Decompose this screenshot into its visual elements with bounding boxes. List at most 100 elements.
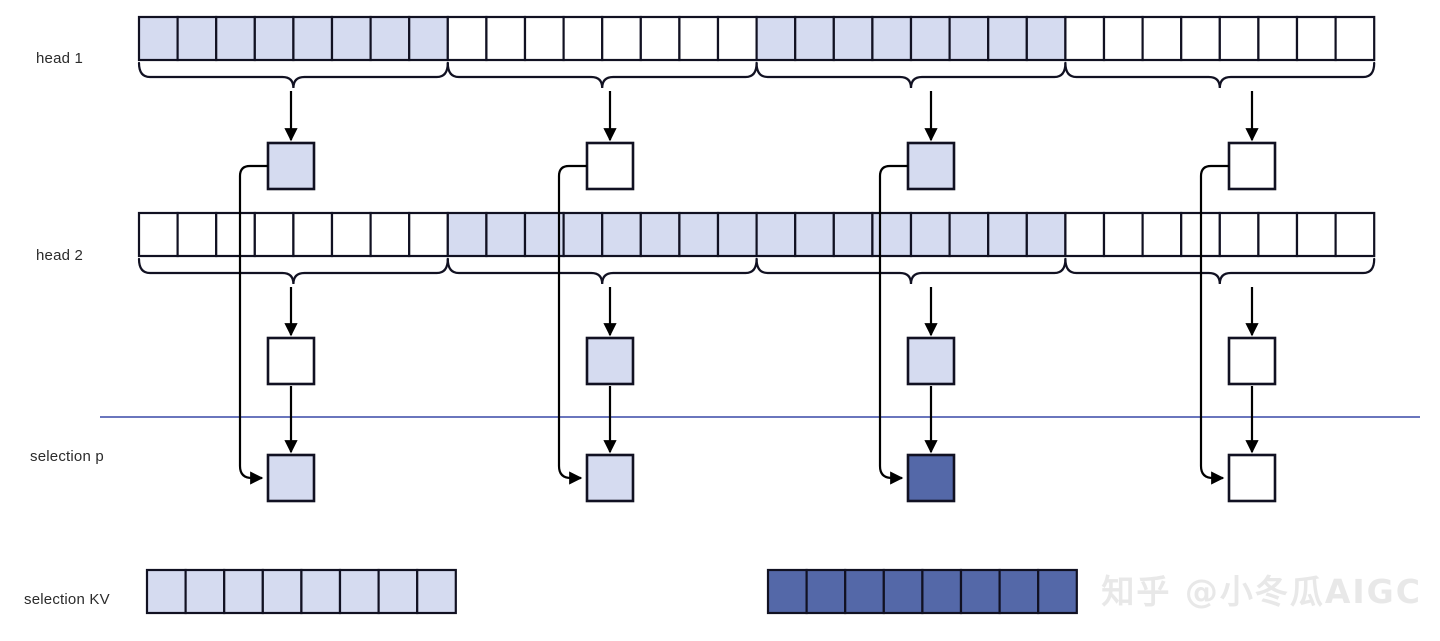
cell-head-1-9[interactable] [446,15,488,62]
cell-head-1-24[interactable] [1025,15,1067,62]
selection-kv-cell-b2-4[interactable] [882,568,924,615]
cell-head-1-1[interactable] [137,15,179,62]
cell-head-1-28[interactable] [1180,15,1221,62]
selection-p-box-3[interactable] [906,453,956,503]
cell-head-2-22[interactable] [948,211,990,258]
cell-head-2-17[interactable] [755,211,797,258]
cell-head-2-24[interactable] [1025,211,1067,258]
row-label-head-1: head 1 [36,50,84,67]
cell-head-2-18[interactable] [794,211,835,258]
cell-head-1-16[interactable] [716,15,758,62]
row-label-selection-kv: selection KV [24,591,110,608]
cell-head-2-8[interactable] [408,211,449,258]
cell-head-2-2[interactable] [176,211,218,258]
score-box-head2-2[interactable] [585,336,635,386]
cell-head-1-22[interactable] [948,15,990,62]
cell-head-1-17[interactable] [755,15,797,62]
cell-head-1-25[interactable] [1064,15,1106,62]
cell-head-2-30[interactable] [1257,211,1299,258]
selection-p-box-4[interactable] [1227,453,1277,503]
cell-head-2-13[interactable] [601,211,642,258]
selection-kv-cell-b1-2[interactable] [184,568,226,615]
cell-head-1-11[interactable] [523,15,565,62]
cell-head-1-31[interactable] [1295,15,1337,62]
selection-kv-cell-b1-6[interactable] [338,568,380,615]
cell-head-1-20[interactable] [871,15,913,62]
cell-head-2-26[interactable] [1102,211,1144,258]
brace-head-1-1 [137,61,449,89]
cell-head-2-3[interactable] [215,211,256,258]
cell-head-1-21[interactable] [909,15,951,62]
cell-head-2-16[interactable] [716,211,758,258]
cell-head-2-11[interactable] [523,211,565,258]
cell-head-1-13[interactable] [601,15,642,62]
cell-head-1-6[interactable] [330,15,372,62]
cell-head-1-32[interactable] [1334,15,1376,62]
cell-head-2-20[interactable] [871,211,913,258]
cell-head-1-3[interactable] [215,15,256,62]
cell-head-1-26[interactable] [1102,15,1144,62]
selection-kv-cell-b1-8[interactable] [416,568,457,615]
cell-head-2-19[interactable] [832,211,874,258]
score-box-head1-1[interactable] [266,141,316,191]
selection-kv-cell-b2-2[interactable] [805,568,847,615]
selection-kv-cell-b2-3[interactable] [844,568,885,615]
selection-kv-cell-b2-1[interactable] [766,568,808,615]
cell-head-2-9[interactable] [446,211,488,258]
cell-head-2-23[interactable] [987,211,1028,258]
cell-head-2-21[interactable] [909,211,951,258]
generated-shapes [100,15,1420,615]
cell-head-1-19[interactable] [832,15,874,62]
cell-head-2-12[interactable] [562,211,604,258]
cell-head-1-12[interactable] [562,15,604,62]
cell-head-2-29[interactable] [1218,211,1260,258]
cell-head-2-6[interactable] [330,211,372,258]
cell-head-2-25[interactable] [1064,211,1106,258]
score-box-head2-3[interactable] [906,336,956,386]
cell-head-1-23[interactable] [987,15,1028,62]
selection-p-box-1[interactable] [266,453,316,503]
cell-head-1-10[interactable] [485,15,527,62]
selection-kv-cell-b1-4[interactable] [261,568,303,615]
cell-head-1-30[interactable] [1257,15,1299,62]
brace-head-2-1 [137,257,449,285]
selection-kv-cell-b2-5[interactable] [921,568,963,615]
cell-head-2-15[interactable] [678,211,720,258]
selection-kv-cell-b2-6[interactable] [959,568,1001,615]
cell-head-2-31[interactable] [1295,211,1337,258]
cell-head-1-29[interactable] [1218,15,1260,62]
connector-head1-to-selection-p-2 [557,164,587,485]
selection-kv-cell-b1-3[interactable] [223,568,264,615]
selection-kv-cell-b1-7[interactable] [377,568,419,615]
selection-kv-cell-b2-8[interactable] [1037,568,1078,615]
cell-head-1-27[interactable] [1141,15,1183,62]
cell-head-2-7[interactable] [369,211,411,258]
cell-head-1-4[interactable] [253,15,295,62]
cell-head-2-27[interactable] [1141,211,1183,258]
cell-head-2-5[interactable] [292,211,334,258]
cell-head-2-1[interactable] [137,211,179,258]
cell-head-2-10[interactable] [485,211,527,258]
score-box-head1-2[interactable] [585,141,635,191]
score-box-head1-4[interactable] [1227,141,1277,191]
score-box-head1-3[interactable] [906,141,956,191]
selection-kv-cell-b1-1[interactable] [145,568,187,615]
cell-head-1-18[interactable] [794,15,835,62]
cell-head-1-7[interactable] [369,15,411,62]
cell-head-1-15[interactable] [678,15,720,62]
score-box-head2-1[interactable] [266,336,316,386]
selection-kv-cell-b2-7[interactable] [998,568,1040,615]
score-box-head2-4[interactable] [1227,336,1277,386]
cell-head-1-8[interactable] [408,15,449,62]
selection-kv-cell-b1-5[interactable] [300,568,342,615]
cell-head-2-32[interactable] [1334,211,1376,258]
cell-head-2-4[interactable] [253,211,295,258]
cell-head-1-2[interactable] [176,15,218,62]
row-label-head-2: head 2 [36,247,84,264]
selection-p-box-2[interactable] [585,453,635,503]
cell-head-1-5[interactable] [292,15,334,62]
brace-head-1-2 [446,61,758,89]
brace-head-1-3 [755,61,1067,89]
cell-head-2-14[interactable] [639,211,681,258]
cell-head-1-14[interactable] [639,15,681,62]
